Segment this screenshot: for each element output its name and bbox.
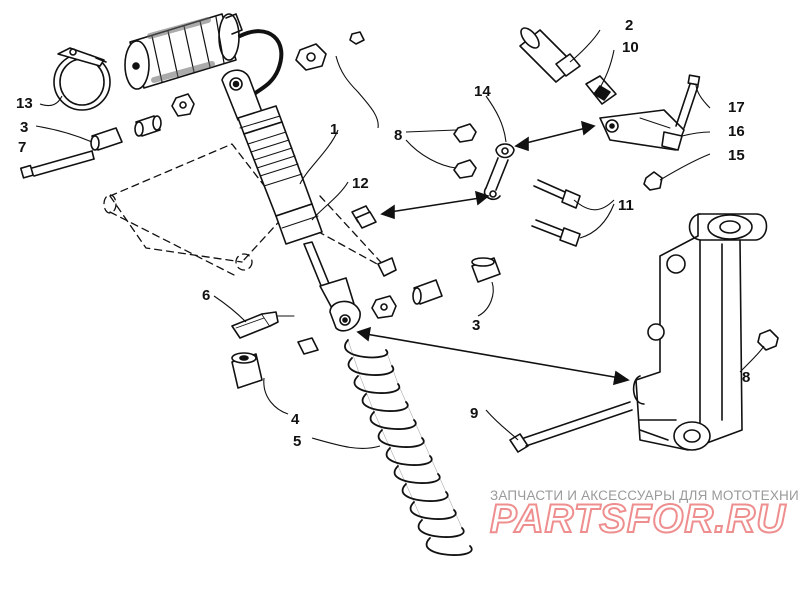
coil-spring (344, 339, 473, 556)
callout-7: 7 (18, 139, 26, 156)
callout-12: 12 (352, 175, 369, 192)
nut-15 (643, 171, 663, 191)
bolt-11-lower (531, 219, 581, 247)
nut-upper-left (171, 93, 195, 117)
callout-11: 11 (618, 197, 634, 214)
callout-15: 15 (728, 147, 745, 164)
spindle-housing (632, 213, 768, 451)
spacer-3-upper (90, 127, 123, 151)
shock-reservoir (124, 13, 284, 96)
bushing-4 (231, 352, 263, 389)
grease-fitting (231, 311, 295, 339)
adjuster-sleeve (585, 75, 617, 105)
hose-clamp (53, 47, 111, 111)
callout-3-lower: 3 (472, 317, 480, 334)
nut-top-center (295, 31, 365, 71)
left-washer (297, 337, 319, 355)
watermark-brand: PARTSFOR.RU (490, 497, 786, 541)
nut-8-upper (453, 123, 477, 179)
bolt-17 (675, 74, 701, 129)
bushing-upper (134, 115, 162, 137)
callout-9: 9 (470, 405, 478, 422)
callout-2: 2 (625, 17, 633, 34)
callout-labels: 1 2 3 3 4 5 6 7 8 8 8 9 10 11 12 13 14 1… (16, 17, 750, 450)
callout-5: 5 (293, 433, 301, 450)
lower-bushing (412, 279, 443, 305)
nut-8-right (757, 329, 779, 351)
callout-10: 10 (622, 39, 639, 56)
watermark-tagline: ЗАПЧАСТИ И АКСЕССУАРЫ ДЛЯ МОТОТЕХНИКИ (490, 488, 800, 503)
watermark: ЗАПЧАСТИ И АКСЕССУАРЫ ДЛЯ МОТОТЕХНИКИ PA… (489, 488, 800, 542)
lower-nut (371, 295, 397, 319)
adjuster-knob (519, 27, 581, 83)
shock-absorber (221, 69, 361, 332)
callout-8-left: 8 (394, 127, 402, 144)
frame-reference-dashed (103, 143, 389, 277)
callout-13: 13 (16, 95, 33, 112)
reference-arrows (356, 120, 630, 386)
bolt-11-upper (533, 179, 581, 209)
leader-lines (35, 29, 765, 449)
callout-16: 16 (728, 123, 745, 140)
callout-1: 1 (330, 121, 338, 138)
bolt-9 (509, 401, 633, 453)
linkage-rod-14 (483, 143, 515, 201)
linkage-block-16 (599, 109, 685, 151)
callout-14: 14 (474, 83, 491, 100)
spacer-3-lower (471, 257, 501, 283)
callout-6: 6 (202, 287, 210, 304)
callout-3-upper: 3 (20, 119, 28, 136)
bolt-7 (19, 150, 95, 179)
frame-bracket (351, 205, 397, 277)
callout-8-right: 8 (742, 369, 750, 386)
callout-4: 4 (291, 411, 300, 428)
callout-17: 17 (728, 99, 745, 116)
